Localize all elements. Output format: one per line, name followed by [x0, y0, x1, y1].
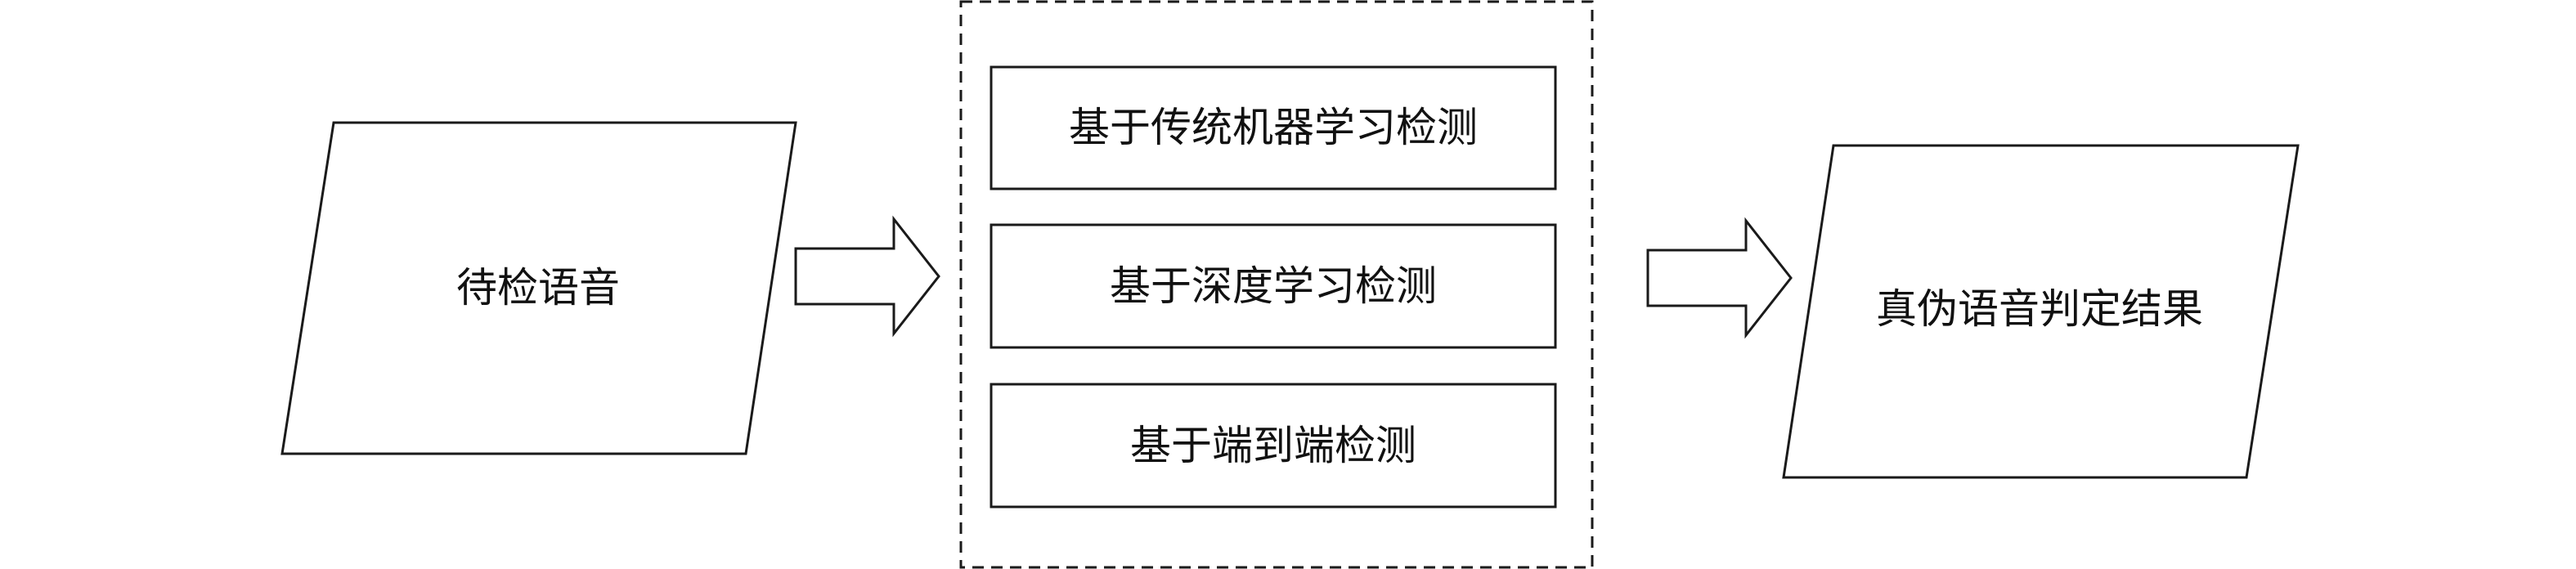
method-label: 基于深度学习检测 [1110, 262, 1437, 310]
output-node: 真伪语音判定结果 [1782, 144, 2300, 479]
method-label: 基于端到端检测 [1130, 422, 1416, 469]
output-parallelogram [1782, 144, 2300, 479]
input-parallelogram [280, 121, 797, 455]
method-label: 基于传统机器学习检测 [1069, 104, 1478, 151]
method-box-deep-learning: 基于深度学习检测 [990, 223, 1557, 349]
methods-group: 基于传统机器学习检测 基于深度学习检测 基于端到端检测 [959, 0, 1594, 569]
method-box-end-to-end: 基于端到端检测 [990, 383, 1557, 509]
method-box-traditional-ml: 基于传统机器学习检测 [990, 65, 1557, 190]
right-arrow-1 [794, 215, 940, 338]
method-box [990, 383, 1557, 509]
right-arrow-2 [1646, 217, 1793, 339]
input-label: 待检语音 [456, 264, 620, 311]
method-box [990, 65, 1557, 190]
methods-container [959, 0, 1594, 569]
input-node: 待检语音 [280, 121, 797, 455]
method-box [990, 223, 1557, 349]
output-label: 真伪语音判定结果 [1876, 285, 2203, 333]
